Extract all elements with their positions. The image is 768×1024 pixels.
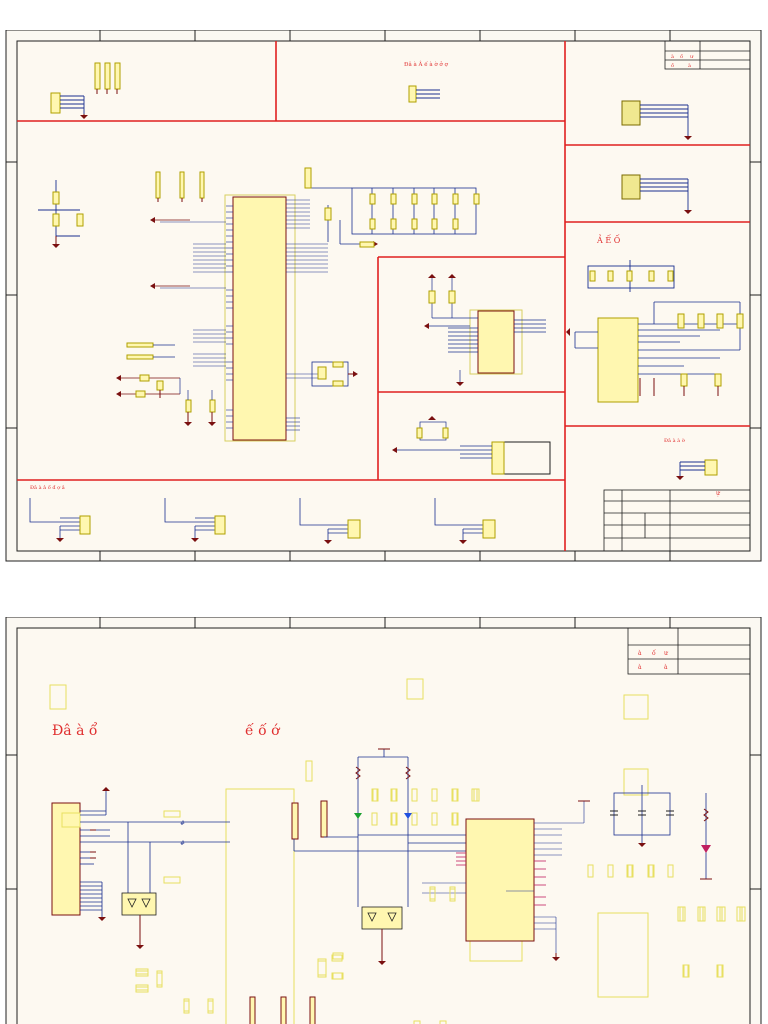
tvs-diode-left	[121, 892, 157, 949]
mcu-main-chip	[160, 194, 328, 442]
title-cell-2: ố	[680, 53, 684, 60]
title-cell-5: à	[688, 62, 691, 69]
crystal-mcu-right	[311, 361, 358, 387]
led-driver-section	[566, 260, 744, 403]
title2-cell-3: ư	[664, 650, 669, 657]
title2-cell-2: ố	[652, 650, 656, 657]
connector-top-middle	[408, 85, 440, 103]
connector-top-left	[50, 92, 88, 119]
right-mark: ự	[716, 490, 721, 497]
connector-right-2	[621, 174, 692, 214]
crystal-left	[38, 180, 84, 248]
connector-bottom-4	[434, 498, 496, 544]
connector-bottom-middle	[392, 416, 551, 475]
led-indicators	[354, 748, 478, 965]
title2-cell-5: à	[664, 664, 668, 671]
svg-text:#: #	[180, 820, 185, 827]
title-cell-4: ồ	[671, 61, 674, 69]
connector-bottom-2	[164, 498, 226, 542]
title2-cell-1: à	[638, 650, 642, 657]
note-top: Đâ à Â ế à ờ ở ợ	[404, 61, 448, 68]
title2-cell-4: à	[638, 664, 642, 671]
header-pins-mid	[249, 800, 466, 1024]
misc-components	[135, 864, 746, 1014]
note-bottom-left: Đâ à ả ố đ ợ ả	[30, 484, 65, 491]
note-heading-right: ế ố ớ	[245, 722, 281, 739]
schematic-sheet-2: à ố ư à à Đâ à ổ ế ố ớ	[0, 617, 768, 1024]
connector-right-1	[621, 100, 692, 140]
schematic-sheet-1-drawing: à ố ư ồ à Đâ à Â ế à ờ ở ợ Ả Ế Ố Đâ à ả …	[5, 30, 762, 562]
connector-bottom-3	[299, 498, 361, 544]
connector-left: # #	[51, 787, 230, 921]
note-heading-left: Đâ à ổ	[52, 721, 98, 739]
header-pins-top-left	[94, 62, 121, 94]
led-right	[700, 793, 712, 880]
ic-main-sheet2	[422, 800, 590, 961]
schematic-sheet-1: à ố ư ồ à Đâ à Â ế à ờ ở ợ Ả Ế Ố Đâ à ả …	[0, 30, 768, 562]
capacitor-cluster-right	[610, 785, 674, 847]
svg-text:#: #	[180, 840, 185, 847]
capacitor-array-top	[304, 167, 480, 248]
note-bottom-right: Đâ à à ờ	[664, 437, 686, 444]
ic-middle	[424, 274, 546, 386]
title-cell-1: à	[671, 53, 674, 60]
mcu-left-signals	[120, 219, 190, 395]
connector-bottom-1	[29, 498, 91, 542]
connector-bottom-right	[676, 459, 718, 480]
title-cell-3: ư	[690, 54, 694, 60]
schematic-sheet-2-drawing: à ố ư à à Đâ à ổ ế ố ớ	[5, 617, 762, 1024]
note-led: Ả Ế Ố	[596, 235, 621, 245]
